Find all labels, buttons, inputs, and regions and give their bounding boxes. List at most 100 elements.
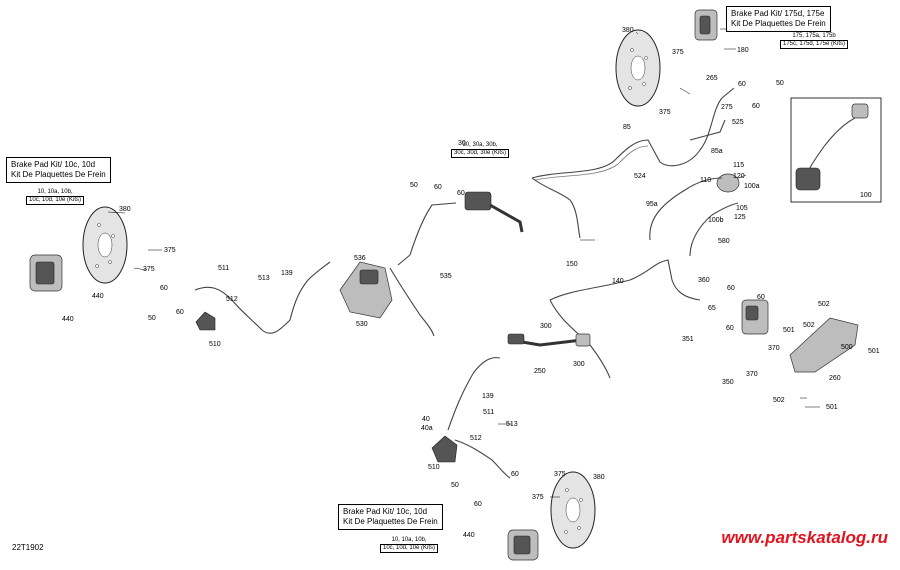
callout-502: 502: [803, 322, 815, 329]
callout-512: 512: [226, 296, 238, 303]
callout-580: 580: [718, 238, 730, 245]
callout-513: 513: [506, 421, 518, 428]
kits-caption-center: 30, 30a, 30b, 30c, 30d, 30e (Kits): [451, 142, 510, 158]
callout-95a: 95a: [646, 201, 658, 208]
callout-501: 501: [783, 327, 795, 334]
callout-50: 50: [776, 80, 784, 87]
reservoir: [716, 173, 740, 193]
callout-536: 536: [354, 255, 366, 262]
callout-360: 360: [698, 277, 710, 284]
callout-260: 260: [829, 375, 841, 382]
callout-380: 380: [593, 474, 605, 481]
callout-65: 65: [708, 305, 716, 312]
callout-440: 440: [92, 293, 104, 300]
callout-380: 380: [622, 27, 634, 34]
callout-511: 511: [483, 409, 494, 416]
callout-150: 150: [566, 261, 578, 268]
callout-numbers: 380 180 180 375 375 265 60 50 60 275 525…: [62, 27, 880, 539]
callout-60: 60: [474, 501, 482, 508]
callout-50: 50: [148, 315, 156, 322]
brake-pad-kit-box-left: Brake Pad Kit/ 10c, 10d Kit De Plaquette…: [6, 157, 111, 183]
callout-524: 524: [634, 173, 646, 180]
master-cylinder-inset: [790, 97, 882, 203]
callout-265: 265: [706, 75, 718, 82]
brake-lines: [194, 87, 735, 479]
callout-40a: 40a: [421, 425, 433, 432]
caliper-bottom: [507, 529, 539, 561]
callout-513: 513: [258, 275, 270, 282]
callout-380: 380: [119, 206, 131, 213]
hand-brake-lever: [464, 191, 524, 233]
brake-pad-kit-box-bottom: Brake Pad Kit/ 10c, 10d Kit De Plaquette…: [338, 504, 443, 530]
callout-60: 60: [434, 184, 442, 191]
caliper-left: [29, 254, 63, 292]
callout-351: 351: [682, 336, 694, 343]
callout-250: 250: [534, 368, 546, 375]
callout-40: 40: [422, 416, 430, 423]
callout-30: 30: [458, 140, 466, 147]
callout-511: 511: [218, 265, 229, 272]
callout-375: 375: [164, 247, 176, 254]
brake-pedal: [507, 333, 591, 347]
callout-375: 375: [532, 494, 544, 501]
callout-105: 105: [736, 205, 748, 212]
callout-530: 530: [356, 321, 368, 328]
callout-535: 535: [440, 273, 452, 280]
callout-85: 85: [623, 124, 631, 131]
brake-pad-kit-box-top-right: Brake Pad Kit/ 175d, 175e Kit De Plaquet…: [726, 6, 831, 32]
rear-brake-disc-top: [615, 29, 661, 107]
brake-hoses-right: [649, 177, 739, 257]
callout-300: 300: [540, 323, 552, 330]
callout-501: 501: [826, 404, 838, 411]
callout-375: 375: [659, 109, 671, 116]
callout-115: 115: [733, 162, 744, 169]
watermark: www.partskatalog.ru: [721, 528, 888, 547]
callout-100a: 100a: [744, 183, 760, 190]
callout-502: 502: [818, 301, 830, 308]
callout-85a: 85a: [711, 148, 723, 155]
callout-300: 300: [573, 361, 585, 368]
callout-510: 510: [209, 341, 221, 348]
kits-caption-left: 10, 10a, 10b, 10c, 10d, 10e (Kits): [26, 189, 85, 205]
callout-60: 60: [176, 309, 184, 316]
pivot-brackets: [195, 311, 458, 463]
callout-375: 375: [554, 471, 566, 478]
callout-60: 60: [738, 81, 746, 88]
brake-disc-bottom: [550, 471, 596, 549]
callout-140: 140: [612, 278, 624, 285]
callout-440: 440: [463, 532, 475, 539]
callout-60: 60: [757, 294, 765, 301]
kits-caption-bottom: 10, 10a, 10b, 10c, 10d, 10e (Kits): [380, 537, 439, 553]
diagram-code: 22T1902: [12, 543, 44, 552]
callout-502: 502: [773, 397, 785, 404]
callout-440: 440: [62, 316, 74, 323]
callout-50: 50: [451, 482, 459, 489]
callout-375: 375: [143, 266, 155, 273]
callout-50: 50: [410, 182, 418, 189]
callout-120: 120: [733, 173, 745, 180]
rear-master-cylinder: [741, 299, 769, 335]
callout-125: 125: [734, 214, 746, 221]
callout-60: 60: [511, 471, 519, 478]
callout-500: 500: [841, 344, 853, 351]
callout-110: 110: [700, 177, 711, 184]
callout-60: 60: [457, 190, 465, 197]
rear-caliper-top: [694, 9, 718, 41]
callout-100b: 100b: [708, 217, 724, 224]
kits-caption-top-right: 175, 175a, 175b 175c, 175d, 175e (Kits): [780, 33, 849, 49]
callout-512: 512: [470, 435, 482, 442]
callout-370: 370: [746, 371, 758, 378]
abs-module-bracket: [339, 261, 393, 319]
callout-525: 525: [732, 119, 744, 126]
callout-100: 100: [860, 192, 872, 199]
callout-139: 139: [281, 270, 293, 277]
callout-60: 60: [160, 285, 168, 292]
callout-375: 375: [672, 49, 684, 56]
callout-60: 60: [727, 285, 735, 292]
callout-510: 510: [428, 464, 440, 471]
callout-180: 180: [737, 47, 749, 54]
callout-60: 60: [752, 103, 760, 110]
callout-350: 350: [722, 379, 734, 386]
callout-139: 139: [482, 393, 494, 400]
